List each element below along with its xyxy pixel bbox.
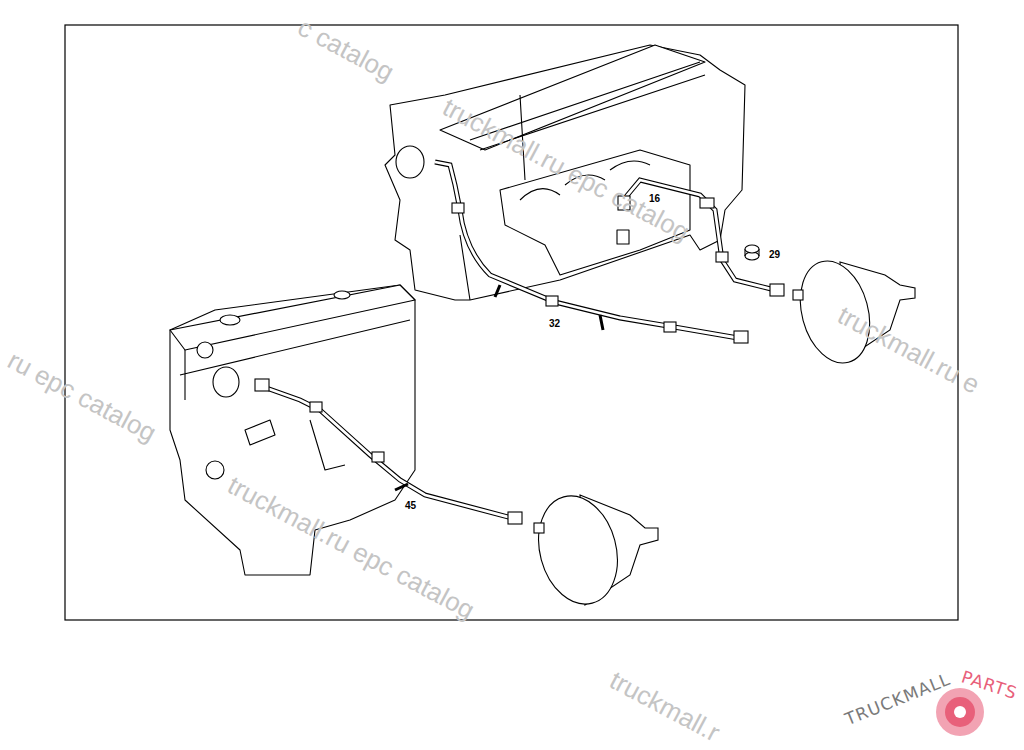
logo-gear — [936, 688, 984, 736]
callout-number: 29 — [768, 249, 781, 261]
hose-16 — [770, 284, 784, 296]
brake-booster-lower — [527, 487, 629, 613]
hose-32 — [495, 285, 603, 330]
brake-booster-upper — [793, 290, 803, 300]
cylinder-head — [170, 285, 415, 350]
logo-gear — [954, 706, 966, 718]
hose-45 — [310, 402, 322, 412]
hose-16 — [700, 198, 714, 208]
hose-45 — [255, 379, 269, 391]
hose-45 — [258, 385, 512, 518]
block-detail — [180, 320, 410, 470]
hose-32 — [734, 331, 748, 343]
hose-16 — [625, 180, 775, 290]
hose-32 — [664, 322, 676, 332]
hose-45 — [372, 452, 384, 462]
upper-engine — [385, 45, 745, 300]
callout-number: 32 — [548, 318, 561, 330]
plug — [197, 342, 213, 358]
hose-32 — [546, 296, 558, 306]
vacuum-pump — [213, 367, 239, 397]
brake-booster-lower — [527, 487, 658, 613]
plug — [206, 461, 224, 479]
vacuum-pump — [396, 146, 424, 178]
callout-number: 45 — [404, 500, 417, 512]
hose-45 — [395, 484, 408, 490]
brake-booster-lower — [534, 523, 544, 533]
logo-text: TRUCKMALL — [843, 671, 953, 729]
logo-gear — [945, 697, 975, 727]
hose-45 — [508, 512, 522, 524]
manifold-port — [617, 230, 629, 244]
frame — [65, 25, 958, 620]
logo-gear — [936, 688, 984, 736]
engine-block — [385, 45, 745, 300]
hose-16 — [625, 180, 775, 290]
grommet-29 — [745, 245, 759, 260]
bracket — [245, 420, 275, 445]
engine-block — [170, 285, 415, 575]
hose-45 — [258, 385, 512, 518]
watermark: truckmall.r — [606, 667, 724, 746]
hose-16 — [716, 252, 728, 262]
filler-cap — [334, 291, 350, 299]
hose-32 — [452, 203, 464, 213]
grommet-29 — [745, 245, 759, 253]
callout-number: 16 — [648, 193, 661, 205]
filler-cap — [220, 315, 240, 325]
lower-engine — [170, 285, 415, 575]
